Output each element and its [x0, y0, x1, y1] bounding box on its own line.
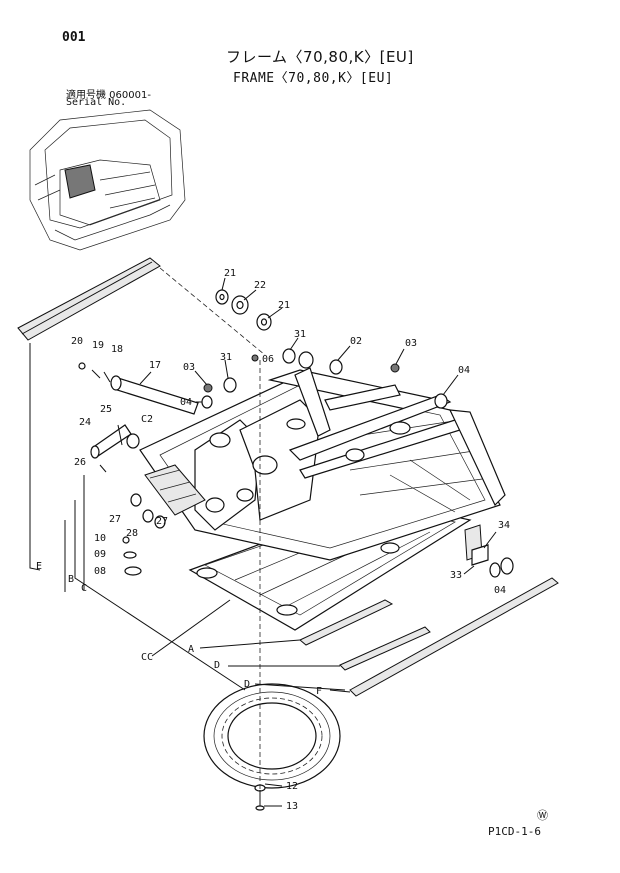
callout-03-right: 03 [405, 338, 417, 349]
callout-22: 22 [254, 280, 266, 291]
leader-label-e: E [36, 561, 42, 572]
leader-label-b: B [68, 574, 74, 585]
leader-label-a: A [188, 644, 194, 655]
callout-12: 12 [286, 781, 298, 792]
leader-label-cc: CC [141, 652, 153, 663]
callout-24: 24 [79, 417, 91, 428]
callout-25: 25 [100, 404, 112, 415]
callout-03-left: 03 [183, 362, 195, 373]
callout-04-right: 04 [458, 365, 470, 376]
bolt-12-13 [254, 784, 266, 811]
corner-mark: Ⓦ [537, 809, 548, 822]
callout-20: 20 [71, 336, 83, 347]
callout-09: 09 [94, 549, 106, 560]
drawing-code: P1CD-1-6 [488, 825, 541, 838]
callouts: 21 22 21 31 02 20 19 18 17 31 06 03 03 0… [36, 268, 510, 812]
callout-31-top: 31 [294, 329, 306, 340]
swing-bearing-ring [203, 683, 341, 789]
callout-10: 10 [94, 533, 106, 544]
serial-label-english: Serial No. [66, 97, 127, 108]
callout-04-bottom: 04 [494, 585, 506, 596]
callout-28: 28 [126, 528, 138, 539]
main-frame [139, 367, 506, 631]
callout-27-left: 27 [109, 514, 121, 525]
serial-label-japanese: 適用号機 060001- [66, 90, 151, 101]
title-english: FRAME〈70,80,K〉[EU] [233, 71, 394, 86]
leader-label-f: F [316, 686, 322, 697]
callout-33: 33 [450, 570, 462, 581]
callout-21: 21 [278, 300, 290, 311]
leader-label-c: C [81, 583, 87, 594]
title-japanese: フレーム〈70,80,K〉[EU] [226, 48, 414, 66]
callout-17: 17 [149, 360, 161, 371]
leader-label-d2: D [244, 679, 250, 690]
callout-31: 31 [220, 352, 232, 363]
side-strips [299, 577, 559, 697]
excavator-thumbnail-icon [29, 109, 186, 251]
callout-13: 13 [286, 801, 298, 812]
callout-04-left: 04 [180, 397, 192, 408]
callout-18: 18 [111, 344, 123, 355]
callout-02: 02 [350, 336, 362, 347]
callout-19: 19 [92, 340, 104, 351]
loose-parts [78, 289, 514, 578]
callout-26: 26 [74, 457, 86, 468]
leader-label-d1: D [214, 660, 220, 671]
callout-06: 06 [262, 354, 274, 365]
callout-c2: C2 [141, 414, 153, 425]
leader-lines [29, 267, 497, 807]
callout-27-right: 27 [156, 516, 168, 527]
callout-21-top: 21 [224, 268, 236, 279]
callout-34: 34 [498, 520, 510, 531]
left-side-plate [17, 257, 161, 341]
callout-08: 08 [94, 566, 106, 577]
page-number: 001 [62, 30, 86, 45]
